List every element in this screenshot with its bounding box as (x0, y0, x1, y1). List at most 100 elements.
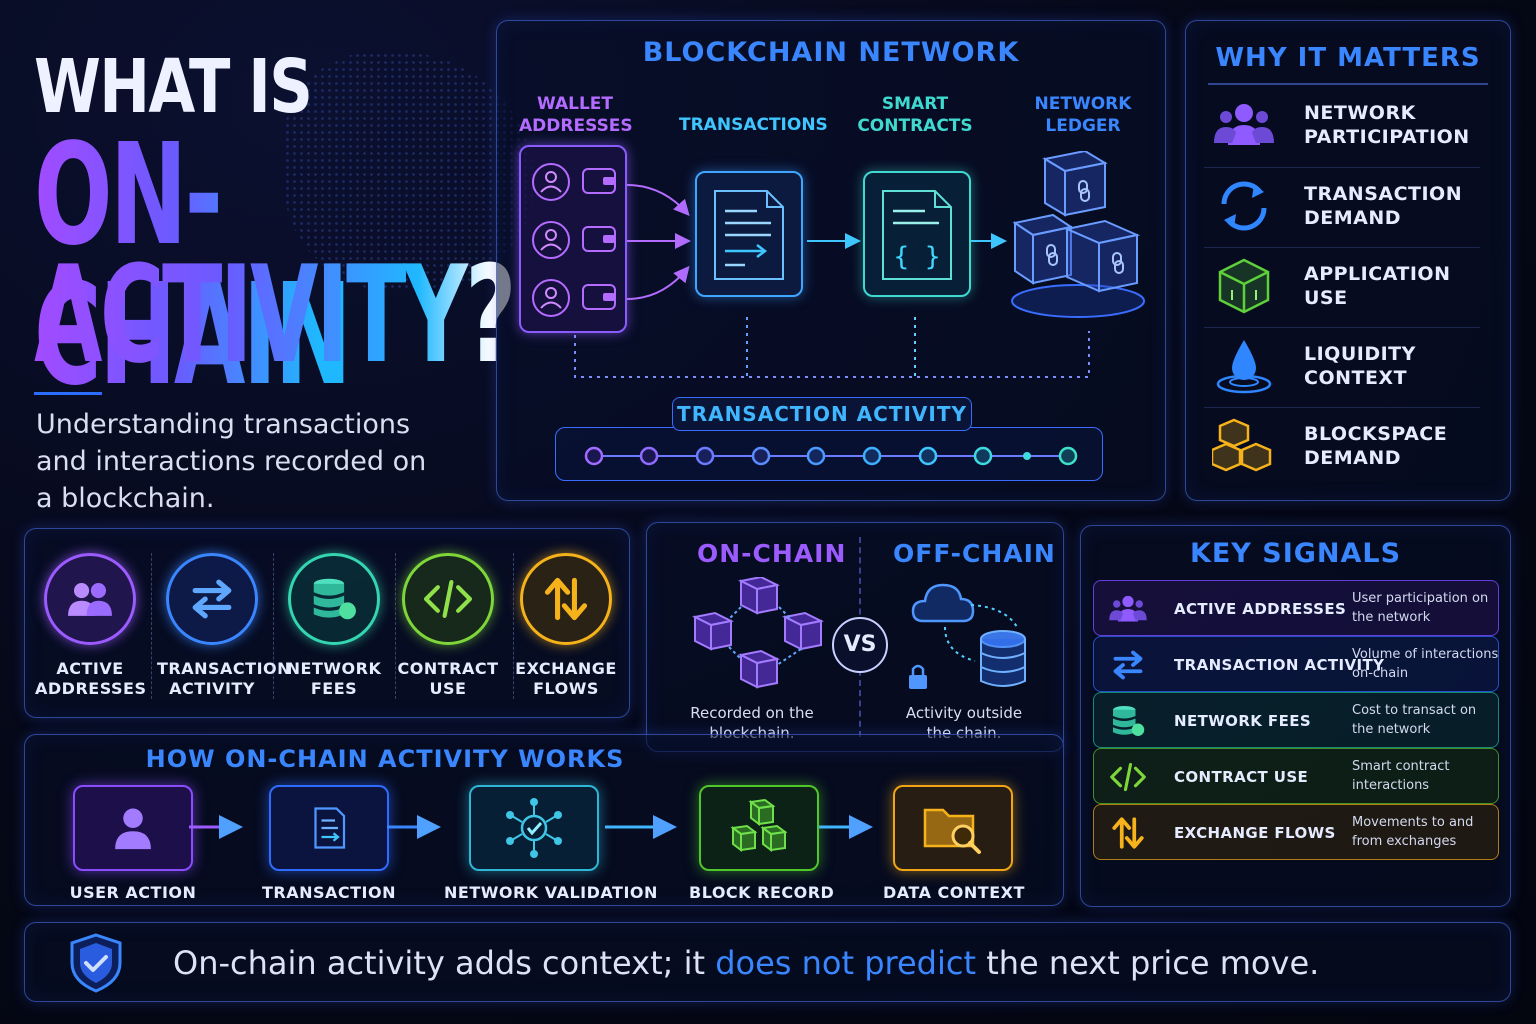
metric-exchange-flows: EXCHANGE FLOWS (511, 553, 621, 699)
vs-badge: VS (832, 617, 888, 673)
title-subtitle: Understanding transactions and interacti… (36, 409, 427, 514)
transaction-document-box (695, 171, 803, 297)
signal-row-exchange-flows: EXCHANGE FLOWS Movements to and from exc… (1093, 804, 1499, 860)
metric-separator (273, 553, 274, 699)
document-icon (314, 807, 346, 849)
signal-row-active-addresses: ACTIVE ADDRESSES User participation on t… (1093, 580, 1499, 636)
signal-name: CONTRACT USE (1174, 768, 1309, 786)
disclaimer-text: On-chain activity adds context; it does … (173, 923, 1319, 1003)
how-it-works-panel: HOW ON-CHAIN ACTIVITY WORKS USER ACTION … (24, 734, 1064, 906)
transaction-activity-label: TRANSACTION ACTIVITY (672, 397, 972, 431)
smart-contract-box: { } (863, 171, 971, 297)
network-col-transactions: TRANSACTIONS (679, 115, 828, 135)
shield-check-icon (70, 933, 122, 993)
metric-active-addresses: ACTIVE ADDRESSES (35, 553, 147, 699)
metric-label: NETWORK FEES (286, 659, 382, 698)
why-item-liquidity: LIQUIDITY CONTEXT (1204, 327, 1480, 403)
world-map-dots (284, 52, 534, 292)
why-label: NETWORK PARTICIPATION (1304, 102, 1470, 148)
metric-network-fees: NETWORK FEES (279, 553, 389, 699)
signal-name: TRANSACTION ACTIVITY (1174, 656, 1385, 674)
off-chain-cloud-db-icon (909, 583, 1026, 689)
database-icon (1113, 706, 1145, 736)
step-label: NETWORK VALIDATION (444, 883, 658, 902)
title-line-1: WHAT IS (34, 44, 313, 130)
metric-contract-use: CONTRACT USE (393, 553, 503, 699)
signal-desc: Smart contract interactions (1352, 759, 1450, 793)
metric-label: EXCHANGE FLOWS (515, 659, 617, 698)
blockchain-network-panel: BLOCKCHAIN NETWORK WALLET ADDRESSES TRAN… (496, 20, 1166, 501)
metric-label: TRANSACTION ACTIVITY (157, 659, 292, 698)
contract-code-icon: { } (882, 190, 952, 280)
step-network-validation: NETWORK VALIDATION (444, 785, 658, 902)
network-check-icon (506, 798, 562, 858)
network-ledger-cubes-icon (1011, 151, 1145, 318)
why-label: TRANSACTION DEMAND (1304, 182, 1463, 229)
up-down-arrows-icon (544, 577, 588, 621)
metric-separator (513, 553, 514, 699)
signal-desc: Cost to transact on the network (1352, 703, 1477, 737)
blocks-icon (730, 798, 788, 852)
key-signals-title: KEY SIGNALS (1189, 538, 1402, 569)
step-transaction: TRANSACTION (259, 785, 399, 902)
signal-row-contract-use: CONTRACT USE Smart contract interactions (1093, 748, 1499, 804)
up-down-arrows-icon (1112, 817, 1144, 849)
step-label: USER ACTION (69, 883, 197, 902)
transaction-activity-dots (584, 446, 1078, 466)
signal-desc: Volume of interactions on-chain (1352, 647, 1499, 681)
why-title-divider (1208, 83, 1488, 85)
swap-icon (192, 579, 232, 619)
code-icon (423, 580, 473, 618)
why-it-matters-panel: WHY IT MATTERS NETWORK PARTICIPATION TRA… (1185, 20, 1511, 501)
signal-desc: User participation on the network (1352, 591, 1489, 625)
wallet-addresses-box (519, 145, 627, 333)
metric-transaction-activity: TRANSACTION ACTIVITY (157, 553, 292, 699)
metric-separator (395, 553, 396, 699)
database-icon (313, 578, 356, 620)
refresh-icon (1221, 181, 1267, 230)
step-data-context: DATA CONTEXT (883, 785, 1025, 902)
on-chain-title: ON-CHAIN (697, 539, 847, 568)
off-chain-title: OFF-CHAIN (893, 539, 1056, 568)
step-label: TRANSACTION (261, 883, 396, 902)
why-label: APPLICATION USE (1304, 262, 1451, 309)
signal-name: ACTIVE ADDRESSES (1174, 600, 1347, 618)
folder-search-icon (923, 808, 981, 854)
step-label: DATA CONTEXT (883, 883, 1025, 902)
title-line-3: ACTIVITY? (34, 237, 516, 393)
on-vs-off-chain-panel: ON-CHAIN OFF-CHAIN VS Recorded on the bl… (646, 522, 1064, 752)
signal-row-transaction-activity: TRANSACTION ACTIVITY Volume of interacti… (1093, 636, 1499, 692)
why-item-application-use: APPLICATION USE (1204, 247, 1480, 323)
why-item-participation: NETWORK PARTICIPATION (1204, 87, 1480, 163)
disclaimer-highlight: does not predict (715, 944, 977, 982)
metric-separator (151, 553, 152, 699)
user-icon (115, 808, 151, 850)
network-col-ledger: NETWORK LEDGER (1034, 94, 1132, 136)
users-icon (1214, 104, 1274, 145)
why-item-blockspace: BLOCKSPACE DEMAND (1204, 407, 1480, 483)
title-block: WHAT IS ON-CHAIN ACTIVITY? Understanding… (34, 44, 534, 524)
signal-desc: Movements to and from exchanges (1352, 815, 1474, 849)
metric-label: ACTIVE ADDRESSES (35, 659, 147, 698)
wallet-user-icon (532, 163, 616, 201)
step-label: BLOCK RECORD (689, 883, 835, 902)
users-icon (1109, 595, 1147, 622)
on-chain-blocks-icon (691, 577, 825, 689)
metrics-panel: ACTIVE ADDRESSES TRANSACTION ACTIVITY NE… (24, 528, 630, 718)
network-flow-arrows (574, 184, 1090, 378)
signal-name: NETWORK FEES (1174, 712, 1312, 730)
network-col-contracts: SMART CONTRACTS (857, 94, 973, 136)
key-signals-panel: KEY SIGNALS ACTIVE ADDRESSES User partic… (1080, 525, 1511, 907)
how-flow-arrows (189, 815, 873, 839)
why-label: BLOCKSPACE DEMAND (1304, 422, 1448, 469)
water-drop-icon (1216, 339, 1272, 393)
svg-text:{ }: { } (894, 242, 941, 272)
transaction-activity-track (555, 427, 1103, 481)
why-item-transaction-demand: TRANSACTION DEMAND (1204, 167, 1480, 243)
signal-row-network-fees: NETWORK FEES Cost to transact on the net… (1093, 692, 1499, 748)
step-block-record: BLOCK RECORD (689, 785, 835, 902)
why-label: LIQUIDITY CONTEXT (1304, 342, 1416, 389)
signal-name: EXCHANGE FLOWS (1174, 824, 1336, 842)
wallet-user-icon (532, 279, 616, 317)
disclaimer-after: the next price move. (976, 944, 1320, 982)
